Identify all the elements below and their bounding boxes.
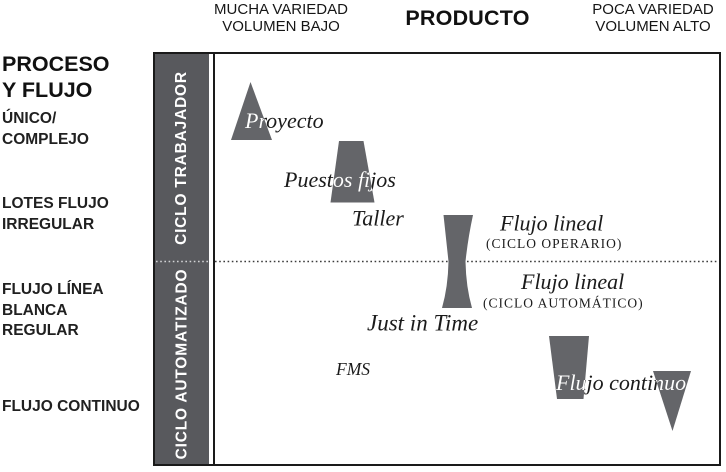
header-line: MUCHA VARIEDAD <box>214 1 348 18</box>
axis-label-line: FLUJO LÍNEA <box>2 281 104 298</box>
cycle-band: CICLO TRABAJADOR CICLO AUTOMATIZADO <box>155 54 209 464</box>
axis-title-proceso-y-flujo: PROCESO Y FLUJO <box>2 51 110 103</box>
axis-label-flujo-continuo: FLUJO CONTINUO <box>2 397 140 418</box>
chart-frame: CICLO TRABAJADOR CICLO AUTOMATIZADO <box>153 52 721 466</box>
axis-label-flujo-linea-blanca-regular: FLUJO LÍNEA BLANCA REGULAR <box>2 280 104 342</box>
header-line: VOLUMEN ALTO <box>595 17 711 35</box>
axis-label-unico-complejo: ÚNICO/ COMPLEJO <box>2 109 89 150</box>
axis-label-line: FLUJO CONTINUO <box>2 398 140 415</box>
axis-label-line: ÚNICO/ <box>2 110 57 127</box>
band-label: CICLO AUTOMATIZADO <box>173 268 190 459</box>
band-ciclo-automatizado: CICLO AUTOMATIZADO <box>155 263 209 464</box>
header-producto: PRODUCTO <box>405 6 530 30</box>
axis-label-lotes-flujo-irregular: LOTES FLUJO IRREGULAR <box>2 194 109 235</box>
axis-label-line: COMPLEJO <box>2 130 89 148</box>
axis-label-line: BLANCA <box>2 301 68 319</box>
band-ciclo-trabajador: CICLO TRABAJADOR <box>155 54 209 262</box>
band-label: CICLO TRABAJADOR <box>173 71 191 245</box>
axis-label-line: LOTES FLUJO <box>2 195 109 212</box>
header-line: POCA VARIEDAD <box>592 1 714 18</box>
header-line: VOLUMEN BAJO <box>222 17 340 35</box>
axis-title-line: Y FLUJO <box>2 78 93 102</box>
inner-axis-rule <box>213 54 215 464</box>
header-poca-variedad: POCA VARIEDAD VOLUMEN ALTO <box>580 1 726 35</box>
axis-label-line: REGULAR <box>2 322 79 339</box>
axis-label-line: IRREGULAR <box>2 215 95 233</box>
axis-title-line: PROCESO <box>2 52 110 76</box>
header-mucha-variedad: MUCHA VARIEDAD VOLUMEN BAJO <box>190 1 372 35</box>
